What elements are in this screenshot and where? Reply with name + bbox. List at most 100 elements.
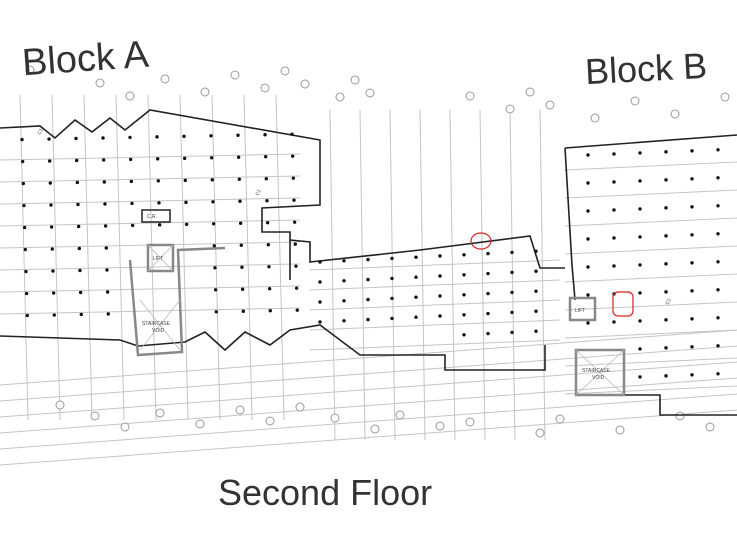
revision-clouds (470, 232, 634, 317)
column (486, 331, 490, 336)
column (265, 221, 270, 225)
grid-bubble (90, 411, 100, 421)
column (638, 291, 642, 295)
core-walls (128, 209, 626, 397)
column (294, 286, 299, 290)
column (438, 294, 442, 298)
grid-line (0, 345, 737, 402)
column (510, 310, 514, 315)
grid-line (564, 357, 737, 367)
column (414, 255, 418, 259)
column (342, 299, 346, 303)
grid-bubble (465, 91, 475, 101)
column (690, 149, 694, 153)
column (48, 181, 53, 185)
column (101, 136, 105, 140)
column (690, 289, 694, 293)
grid-line (564, 385, 737, 395)
column (155, 135, 159, 139)
building-outline (0, 109, 737, 416)
column (128, 135, 132, 140)
column (462, 273, 466, 277)
column (49, 225, 54, 229)
grid-bubble (370, 424, 380, 434)
lift-a (146, 243, 175, 273)
column (438, 314, 442, 318)
grid-bubble (675, 411, 685, 421)
column (74, 136, 78, 141)
column (462, 253, 466, 257)
column (266, 243, 270, 247)
column-tag: C1 (665, 297, 674, 306)
column (212, 244, 216, 248)
column (101, 158, 106, 162)
column (295, 308, 299, 312)
column (716, 232, 720, 236)
grid-bubble (260, 83, 270, 93)
grid-line (83, 94, 93, 421)
column (510, 250, 514, 255)
column (210, 178, 215, 182)
column (104, 246, 109, 250)
column (664, 318, 668, 322)
column (690, 261, 694, 265)
column (586, 209, 590, 213)
column-tag: C1 (255, 188, 264, 197)
column (390, 296, 394, 301)
revision-cloud (470, 232, 492, 250)
grid-line (0, 329, 737, 386)
grid-bubble (330, 413, 340, 423)
grid-bubble (295, 402, 305, 412)
column (263, 155, 268, 159)
column (47, 137, 51, 141)
column (74, 158, 79, 163)
grid-line (564, 273, 737, 283)
column (236, 133, 240, 137)
column (183, 178, 188, 183)
column (76, 202, 80, 207)
grid-line (147, 94, 157, 421)
column (157, 223, 162, 227)
grid-bubble (235, 405, 245, 415)
grid-bubble (720, 92, 730, 102)
column (342, 319, 346, 323)
stair-b-label-1: STAIRCASE (582, 368, 611, 374)
grid-bubble (525, 87, 535, 97)
void-crosses (139, 244, 625, 396)
cr-label: C.R. (147, 214, 157, 220)
column (366, 297, 370, 302)
grid-line (359, 109, 366, 441)
stair-a-label-1: STAIRCASE (142, 321, 171, 327)
column (638, 347, 642, 351)
column (664, 150, 668, 154)
column (462, 313, 466, 317)
column (155, 157, 160, 161)
column (664, 374, 668, 378)
column (209, 156, 214, 160)
grid-bubble (365, 88, 375, 98)
column (106, 312, 110, 316)
grid-line (449, 109, 456, 441)
column (534, 309, 538, 313)
grid-bubbles (25, 65, 730, 438)
column (291, 176, 296, 180)
column (414, 275, 418, 279)
column (209, 134, 213, 138)
column (586, 321, 590, 325)
column (49, 203, 53, 207)
column (51, 269, 55, 273)
grid-bubble (120, 422, 130, 432)
column (129, 179, 134, 184)
grid-line (309, 279, 561, 291)
stair-a-label-2: VOID (152, 328, 165, 334)
column (716, 260, 720, 264)
column (240, 287, 245, 291)
grid-bubble (670, 109, 680, 119)
column (664, 346, 668, 350)
grid-line (564, 245, 737, 255)
column (690, 205, 694, 209)
column (716, 204, 720, 208)
grid-line (211, 94, 221, 421)
grid-bubble (300, 79, 310, 89)
column (25, 313, 29, 318)
